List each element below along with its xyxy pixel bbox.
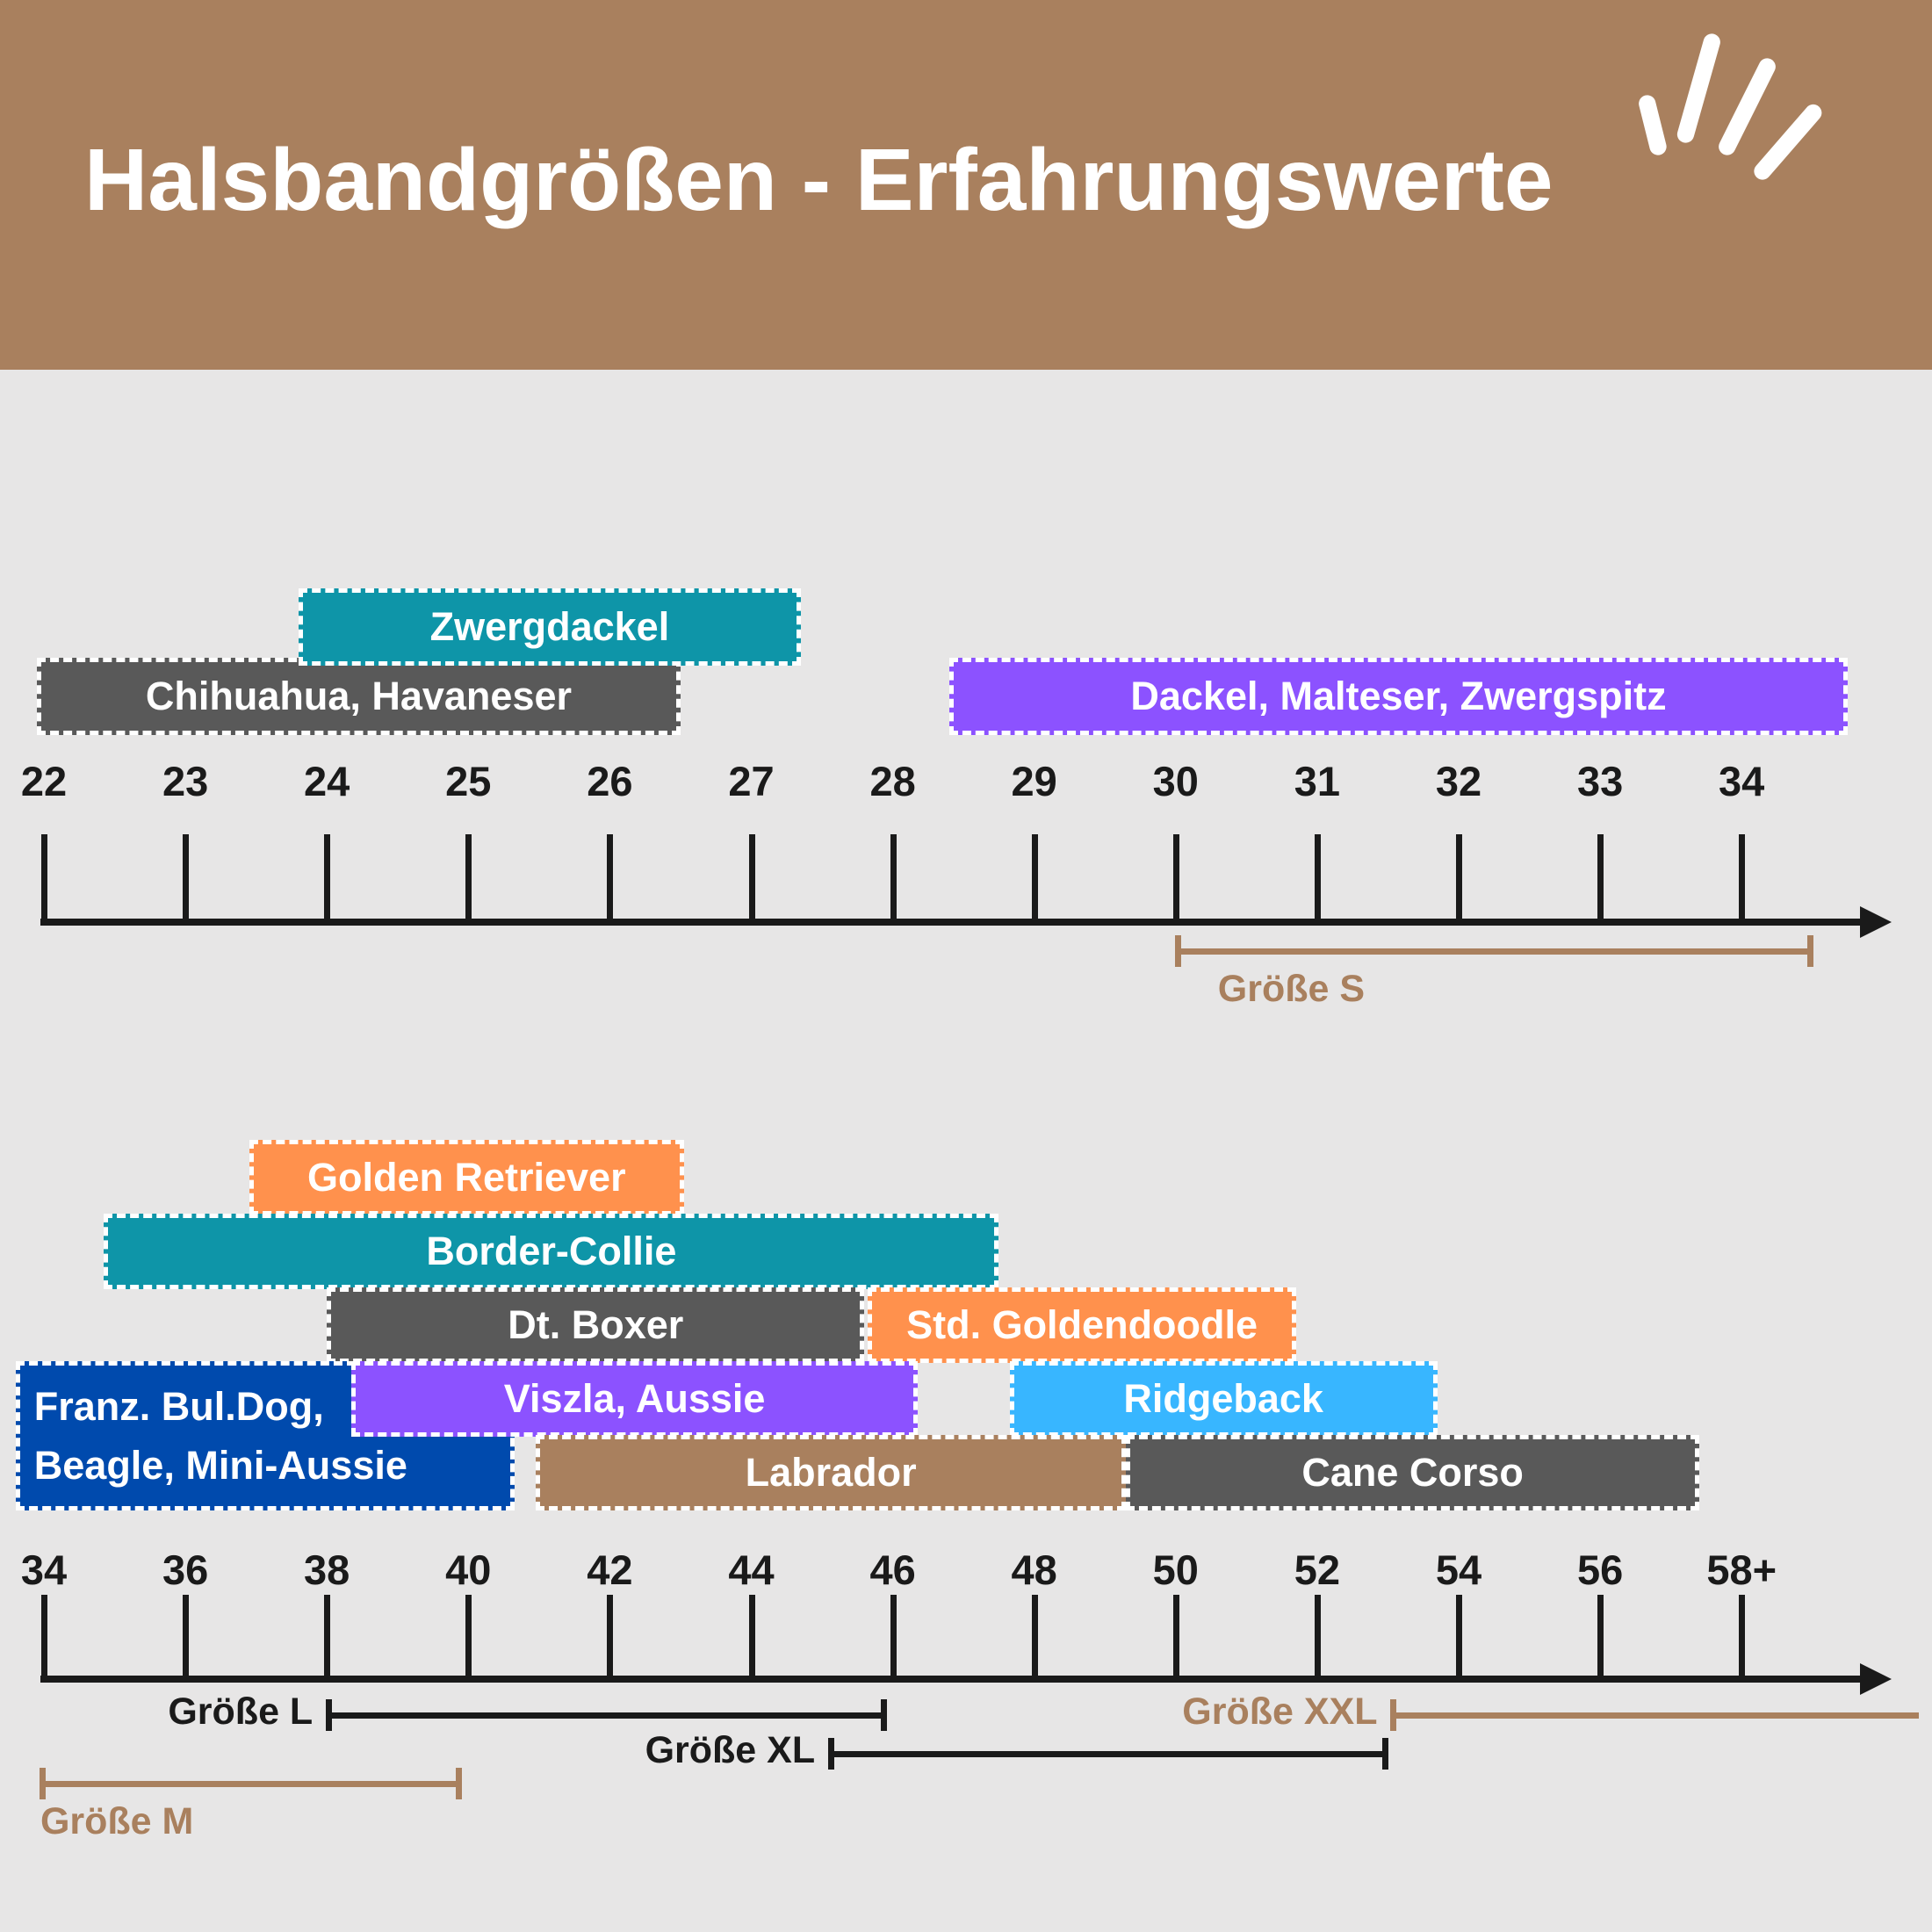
axis-tick [748, 834, 755, 924]
axis-tick [1031, 834, 1038, 924]
axis-tick-label: 40 [445, 1546, 492, 1593]
size-bracket-cap [880, 1699, 887, 1731]
axis-tick-label: 50 [1152, 1546, 1199, 1593]
axis-tick [41, 834, 47, 924]
sparkle-icon [1639, 33, 1822, 180]
axis-tick [183, 1595, 190, 1681]
axis-tick-label: 48 [1011, 1546, 1057, 1593]
axis-tick [1456, 1595, 1462, 1681]
axis-tick-label: 44 [728, 1546, 775, 1593]
axis-line [40, 919, 1865, 926]
size-bracket-line [40, 1781, 462, 1787]
size-bracket-cap [828, 1738, 835, 1770]
axis-tick [1739, 834, 1746, 924]
chart-bar: Labrador [535, 1435, 1127, 1510]
axis-tick-label: 28 [869, 758, 916, 804]
axis-arrow-icon [1860, 1663, 1892, 1695]
axis-tick [1314, 1595, 1321, 1681]
axis-tick-label: 26 [587, 758, 633, 804]
axis-tick-label: 56 [1576, 1546, 1624, 1593]
axis-tick [41, 1595, 47, 1681]
axis-tick-label: 36 [162, 1546, 209, 1593]
axis-tick-label: 22 [20, 758, 68, 804]
axis-tick [1597, 834, 1604, 924]
size-bracket-cap [39, 1768, 46, 1799]
axis-tick [324, 834, 331, 924]
axis-tick-label: 32 [1435, 758, 1482, 804]
axis-tick [1739, 1595, 1746, 1681]
axis-tick-label: 34 [20, 1546, 68, 1593]
chart-bar: Border-Collie [104, 1214, 999, 1289]
size-bracket-cap [326, 1699, 333, 1731]
size-bracket-cap [1806, 935, 1813, 967]
axis-tick-label: 52 [1294, 1546, 1341, 1593]
axis-tick [1456, 834, 1462, 924]
chart-bar: Std. Goldendoodle [868, 1287, 1296, 1363]
axis-tick [1172, 834, 1179, 924]
size-bracket-cap [1390, 1699, 1397, 1731]
axis-tick-label: 33 [1576, 758, 1624, 804]
axis-tick-label: 31 [1294, 758, 1341, 804]
chart-bar: Viszla, Aussie [351, 1361, 918, 1437]
chart-bar: Zwergdackel [298, 588, 801, 666]
size-bracket-line [1391, 1712, 1919, 1719]
chart-bar: Cane Corso [1126, 1435, 1699, 1510]
axis-tick [1597, 1595, 1604, 1681]
axis-tick-label: 46 [869, 1546, 916, 1593]
axis-tick-label: 29 [1011, 758, 1057, 804]
axis-tick-label: 30 [1152, 758, 1199, 804]
axis-tick [465, 1595, 472, 1681]
page-title: Halsbandgrößen - Erfahrungswerte [84, 131, 1554, 229]
axis-tick-label: 23 [162, 758, 209, 804]
axis-tick [183, 834, 190, 924]
axis-tick-label: 27 [728, 758, 775, 804]
axis-tick-label: 38 [304, 1546, 350, 1593]
size-bracket-label: Größe XL [645, 1729, 816, 1771]
size-bracket-line [1175, 948, 1813, 955]
axis-tick-label: 25 [445, 758, 492, 804]
axis-tick-label: 42 [587, 1546, 633, 1593]
chart-bar: Dt. Boxer [327, 1287, 865, 1363]
size-bracket-cap [456, 1768, 463, 1799]
size-bracket-label: Größe XXL [1182, 1690, 1378, 1733]
size-bracket-label: Größe L [168, 1690, 314, 1733]
size-bracket-label: Größe M [40, 1800, 194, 1842]
size-bracket-label: Größe S [1217, 968, 1366, 1010]
axis-tick-label: 54 [1435, 1546, 1482, 1593]
axis-arrow-icon [1860, 906, 1892, 938]
size-bracket-line [327, 1712, 886, 1719]
axis-tick [607, 1595, 614, 1681]
axis-tick [324, 1595, 331, 1681]
header: Halsbandgrößen - Erfahrungswerte [0, 0, 1932, 370]
size-bracket-cap [1174, 935, 1181, 967]
axis-tick [1314, 834, 1321, 924]
axis-tick [1031, 1595, 1038, 1681]
axis-tick [607, 834, 614, 924]
axis-tick-label: 24 [304, 758, 350, 804]
axis-tick [890, 834, 897, 924]
size-bracket-line [829, 1751, 1388, 1757]
chart-bar: Ridgeback [1009, 1361, 1438, 1437]
axis-tick [890, 1595, 897, 1681]
axis-tick-label: 58+ [1706, 1546, 1777, 1593]
size-bracket-cap [1382, 1738, 1389, 1770]
axis-tick-label: 34 [1719, 758, 1765, 804]
axis-tick [465, 834, 472, 924]
axis-tick [1172, 1595, 1179, 1681]
chart-bar: Golden Retriever [249, 1140, 684, 1215]
axis-line [40, 1676, 1865, 1683]
axis-tick [748, 1595, 755, 1681]
chart-bar: Dackel, Malteser, Zwergspitz [949, 658, 1849, 735]
